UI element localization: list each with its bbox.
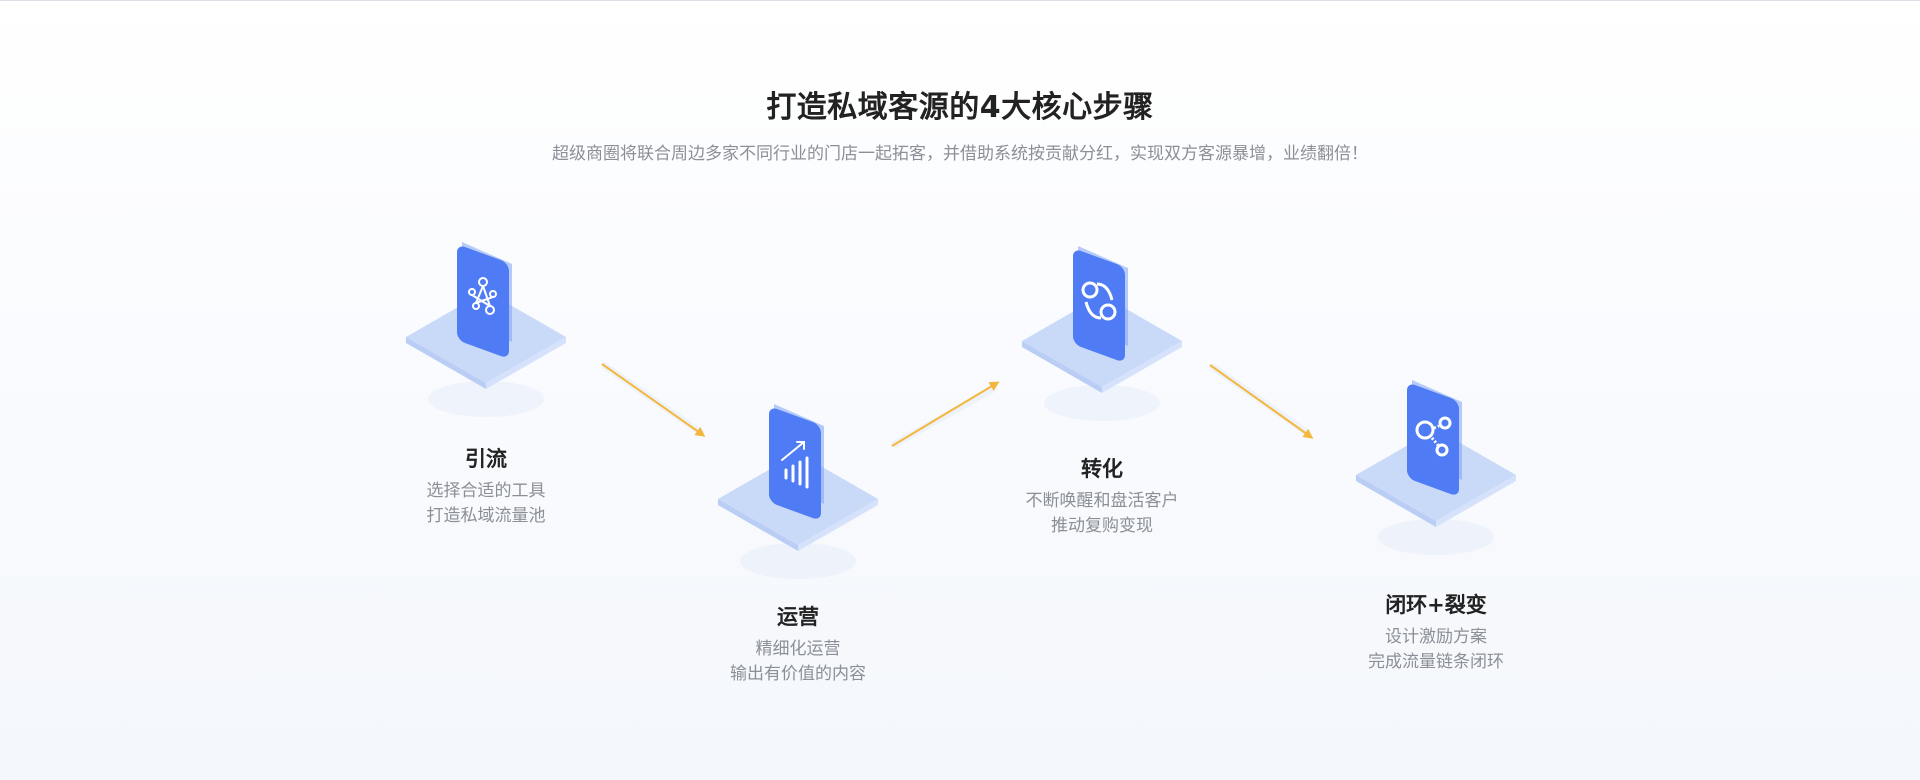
cycle-circles-icon: [982, 228, 1222, 428]
step-desc-line: 设计激励方案: [1316, 625, 1556, 650]
step-label: 闭环+裂变: [1316, 589, 1556, 619]
step-label: 引流: [366, 443, 606, 473]
step-desc-line: 完成流量链条闭环: [1316, 650, 1556, 675]
network-nodes-icon: [366, 224, 606, 424]
step-description: 不断唤醒和盘活客户 推动复购变现: [982, 489, 1222, 539]
bar-chart-up-icon: [678, 386, 918, 586]
step-desc-line: 选择合适的工具: [366, 479, 606, 504]
step-label: 转化: [982, 453, 1222, 483]
step-description: 选择合适的工具 打造私域流量池: [366, 479, 606, 529]
step-desc-line: 推动复购变现: [982, 514, 1222, 539]
step-description: 精细化运营 输出有价值的内容: [678, 637, 918, 687]
step-desc-line: 输出有价值的内容: [678, 662, 918, 687]
fission-circles-icon: [1316, 362, 1556, 562]
step-desc-line: 不断唤醒和盘活客户: [982, 489, 1222, 514]
step-label: 运营: [678, 601, 918, 631]
step-desc-line: 精细化运营: [678, 637, 918, 662]
arrow-step3-to-step4-line: [1210, 365, 1311, 437]
step-desc-line: 打造私域流量池: [366, 504, 606, 529]
step-description: 设计激励方案 完成流量链条闭环: [1316, 625, 1556, 675]
